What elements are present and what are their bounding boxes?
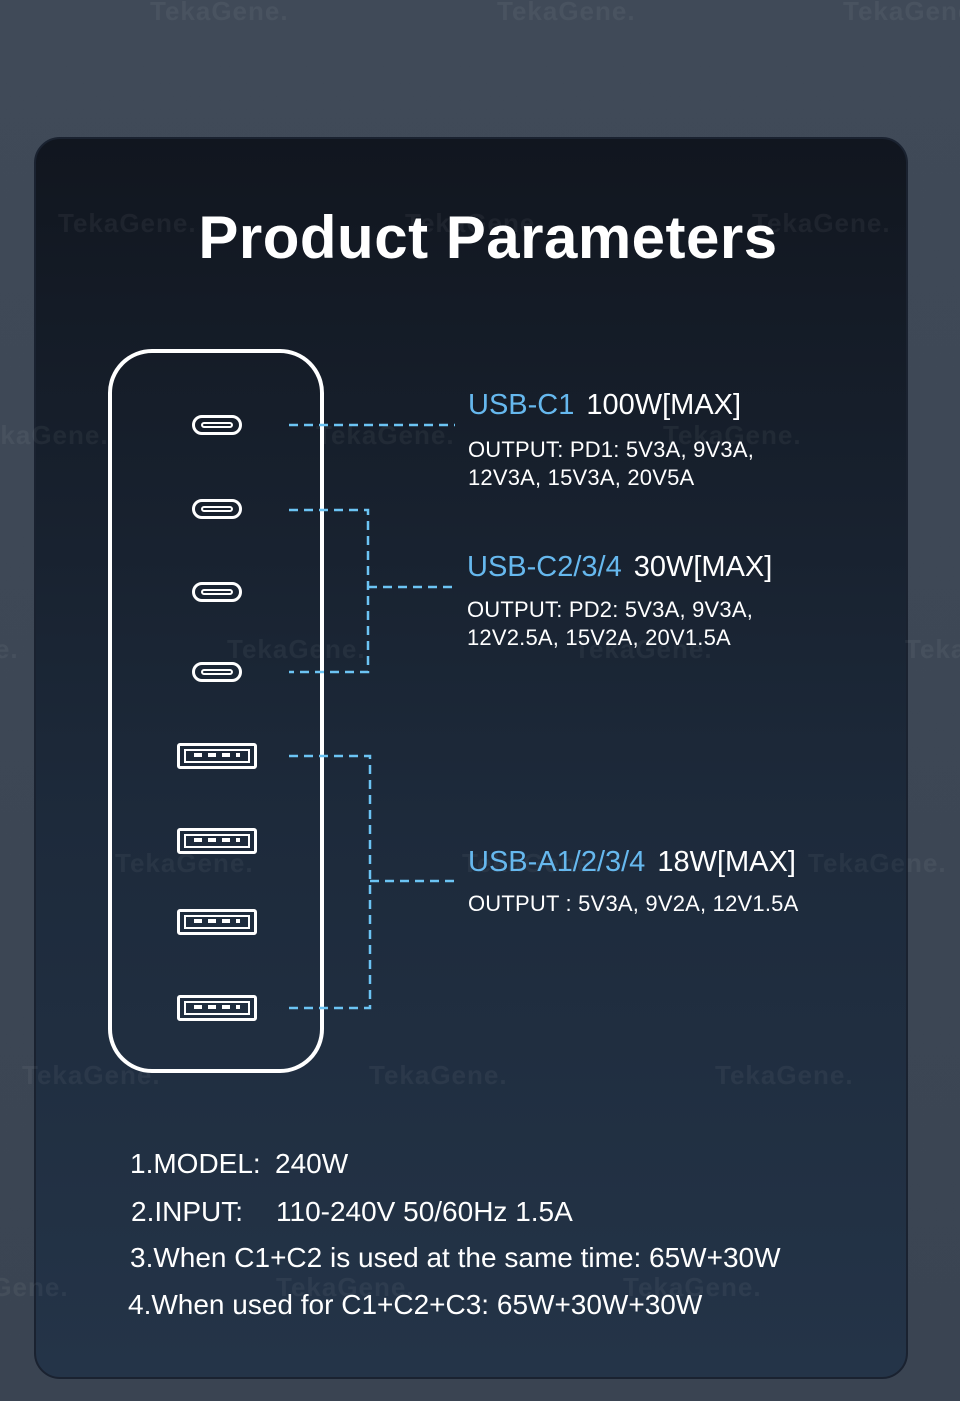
usb-c-port-icon xyxy=(192,582,242,602)
spec-output-line: OUTPUT: PD1: 5V3A, 9V3A, xyxy=(468,437,755,462)
usb-c-port-icon xyxy=(192,499,242,519)
watermark: TekaGene. xyxy=(150,0,289,26)
spec-output-line: 12V3A, 15V3A, 20V5A xyxy=(468,465,695,490)
watermark: TekaGene. xyxy=(369,1060,508,1090)
usb-a-port-icon xyxy=(177,743,257,769)
spec-output-line: OUTPUT : 5V3A, 9V2A, 12V1.5A xyxy=(468,891,799,916)
info-label: 2.INPUT: xyxy=(131,1196,244,1227)
watermark: TekaGene. xyxy=(715,1060,854,1090)
watermark: TekaGene. xyxy=(905,634,960,664)
spec-output-line: 12V2.5A, 15V2A, 20V1.5A xyxy=(467,625,731,650)
usb-a-port-icon xyxy=(177,995,257,1021)
watermark: TekaGene. xyxy=(0,634,19,664)
watermark: TekaGene. xyxy=(0,420,109,450)
max-power: 18W[MAX] xyxy=(657,846,796,878)
watermark: TekaGene. xyxy=(808,848,947,878)
info-input: 2.INPUT: 110-240V 50/60Hz 1.5A xyxy=(131,1196,573,1228)
info-label: 3.When C1+C2 is used at the same time: 6… xyxy=(130,1242,781,1273)
spec-output-line: OUTPUT: PD2: 5V3A, 9V3A, xyxy=(467,597,754,622)
watermark: TekaGene. xyxy=(752,208,891,238)
watermark: TekaGene. xyxy=(405,208,544,238)
usb-c-port-icon xyxy=(192,662,242,682)
watermark: TekaGene. xyxy=(623,1272,762,1302)
max-power: 30W[MAX] xyxy=(633,551,773,583)
usb-a-port-icon xyxy=(177,909,257,935)
info-c1-c2-c3: 4.When used for C1+C2+C3: 65W+30W+30W xyxy=(128,1289,702,1321)
info-c1-c2: 3.When C1+C2 is used at the same time: 6… xyxy=(130,1242,781,1274)
charger-outline xyxy=(108,349,324,1073)
page-title: Product Parameters xyxy=(198,204,778,271)
connector-usb-a xyxy=(289,754,456,1010)
spec-usb-c234-heading: USB-C2/3/4 30W[MAX] xyxy=(467,551,772,584)
port-name: USB-C2/3/4 xyxy=(467,551,622,583)
info-model: 1.MODEL: 240W xyxy=(130,1148,348,1180)
watermark: TekaGene. xyxy=(497,0,636,26)
spec-usb-c1-heading: USB-C1 100W[MAX] xyxy=(468,389,741,422)
port-name: USB-A1/2/3/4 xyxy=(468,846,646,878)
info-value: 110-240V 50/60Hz 1.5A xyxy=(276,1196,573,1227)
watermark: TekaGene. xyxy=(663,420,802,450)
info-value: 240W xyxy=(275,1148,349,1179)
connector-usb-c234 xyxy=(289,508,456,674)
watermark: TekaGene. xyxy=(843,0,960,26)
max-power: 100W[MAX] xyxy=(586,389,742,421)
watermark: TekaGene. xyxy=(58,208,197,238)
port-name: USB-C1 xyxy=(468,389,575,421)
info-label: 1.MODEL: xyxy=(130,1148,261,1179)
watermark: TekaGene. xyxy=(462,848,601,878)
usb-c-port-icon xyxy=(192,415,242,435)
watermark: TekaGene. xyxy=(0,1272,69,1302)
info-label: 4.When used for C1+C2+C3: 65W+30W+30W xyxy=(128,1289,703,1320)
watermark: TekaGene. xyxy=(227,634,366,664)
watermark: TekaGene. xyxy=(574,634,713,664)
watermark: TekaGene. xyxy=(276,1272,415,1302)
spec-usb-a-heading: USB-A1/2/3/4 18W[MAX] xyxy=(468,846,796,879)
usb-a-port-icon xyxy=(177,828,257,854)
